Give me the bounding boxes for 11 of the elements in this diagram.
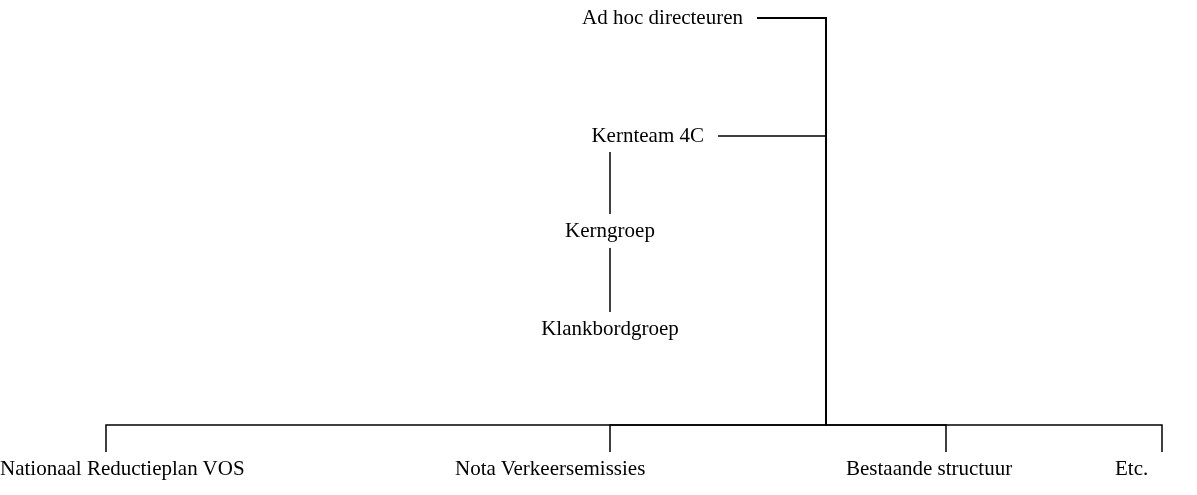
node-label: Nota Verkeersemissies <box>455 455 646 483</box>
node-label: Nationaal Reductieplan VOS <box>0 455 245 483</box>
connector-line <box>609 247 611 313</box>
connector-line <box>756 17 1163 453</box>
node-label: Kernteam 4C <box>591 122 704 150</box>
node-label: Etc. <box>1115 455 1149 483</box>
node-label: Ad hoc directeuren <box>582 4 743 32</box>
node-label: Klankbordgroep <box>541 315 679 343</box>
connector-line <box>609 151 611 215</box>
node-label: Bestaande structuur <box>846 455 1013 483</box>
node-label: Kerngroep <box>565 217 655 245</box>
